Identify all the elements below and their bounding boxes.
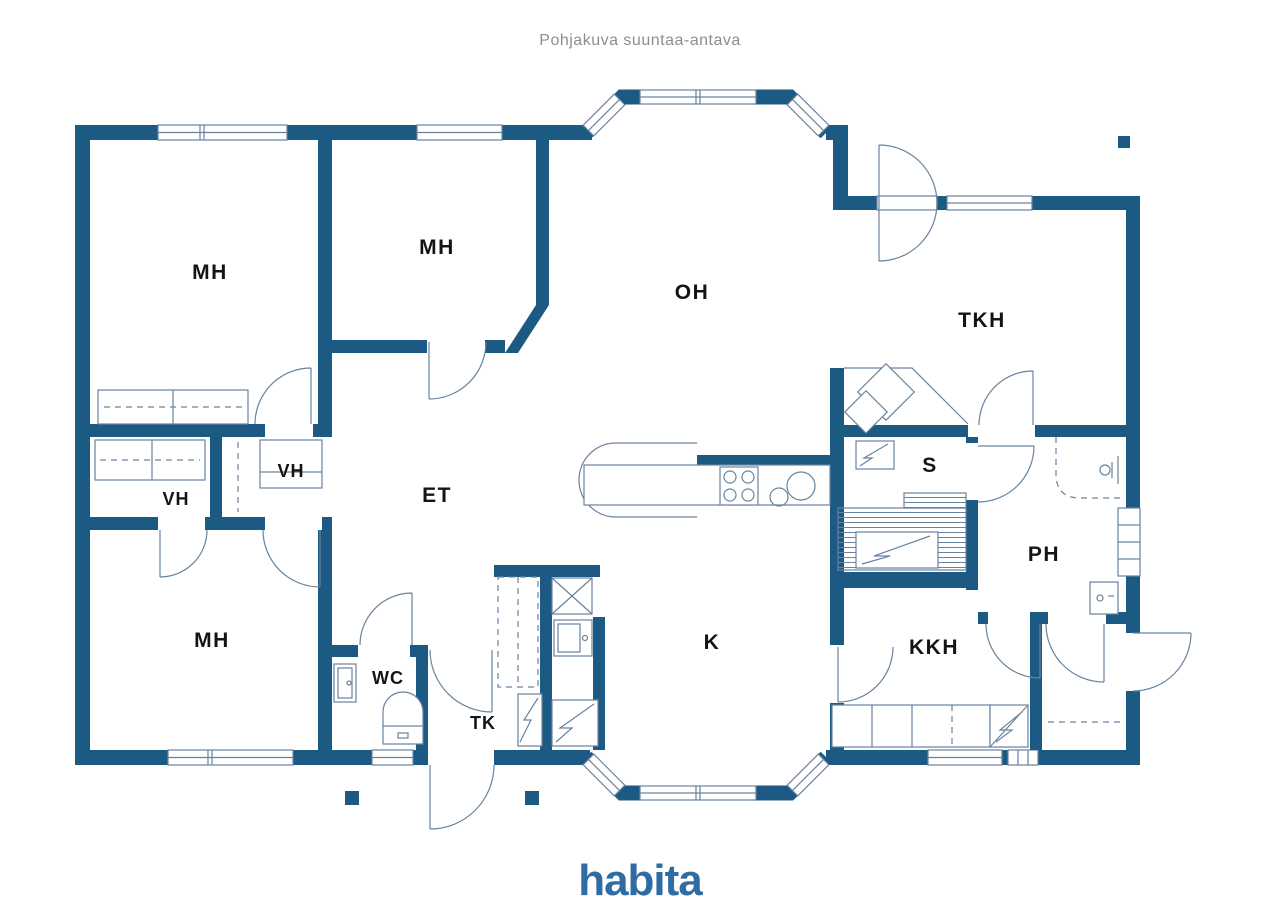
sauna-benches-icon	[837, 492, 967, 571]
plan-title: Pohjakuva suuntaa-antava	[539, 32, 741, 49]
door-swing-icon	[428, 750, 495, 830]
door-swing-icon	[254, 367, 312, 425]
window-icon	[1117, 507, 1141, 577]
habita-logo: habita	[578, 856, 703, 905]
room-label-vh-left: VH	[162, 489, 189, 509]
door-swing-icon	[830, 645, 894, 703]
window-icon	[639, 785, 757, 801]
window-icon	[582, 93, 626, 137]
fireplace-icon	[843, 362, 969, 435]
window-icon	[157, 124, 288, 141]
porch-pillar-icon	[525, 791, 539, 805]
double-swing-door-icon	[876, 144, 938, 262]
shower-icon	[1055, 437, 1120, 499]
window-icon	[1007, 749, 1039, 766]
washbasin-icon	[333, 663, 357, 703]
fixtures	[94, 362, 1122, 748]
window-icon	[639, 89, 757, 105]
washing-machine-icon	[1089, 581, 1119, 615]
door-swing-icon	[429, 649, 493, 713]
room-label-k: K	[704, 631, 721, 654]
kitchen-sink-icon	[769, 471, 816, 507]
technical-cabinet-icon	[497, 576, 593, 688]
room-labels: MH MH OH TKH VH VH ET S PH MH WC TK K KK…	[162, 236, 1060, 733]
room-label-ph: PH	[1028, 543, 1060, 566]
room-label-tkh: TKH	[958, 309, 1006, 332]
room-label-kkh: KKH	[909, 636, 959, 659]
window-icon	[167, 749, 294, 766]
door-swing-icon	[978, 370, 1034, 426]
door-swing-icon	[262, 529, 321, 588]
room-label-et: ET	[422, 484, 452, 507]
room-label-vh-right: VH	[277, 461, 304, 481]
door-swing-icon	[1045, 623, 1105, 683]
window-icon	[927, 749, 1003, 766]
window-icon	[582, 753, 626, 797]
window-icon	[946, 195, 1033, 211]
toilet-icon	[382, 691, 424, 745]
window-icon	[416, 124, 503, 141]
wardrobe-icon	[97, 389, 249, 425]
stove-icon	[719, 466, 759, 506]
room-label-wc: WC	[372, 668, 404, 688]
door-swing-icon	[1126, 632, 1192, 692]
closet-shelves-icon	[237, 439, 323, 512]
kitchen-island-icon	[578, 442, 831, 518]
room-label-tk: TK	[470, 713, 496, 733]
door-swing-icon	[985, 623, 1041, 679]
room-label-oh: OH	[675, 281, 710, 304]
window-icon	[786, 93, 830, 137]
closet-shelves-icon	[94, 439, 206, 481]
room-label-mh-top-left: MH	[192, 261, 228, 284]
door-swing-icon	[359, 592, 413, 646]
window-icon	[786, 753, 830, 797]
windows	[157, 89, 1141, 801]
door-swing-icon	[977, 445, 1035, 503]
porch-pillar-icon	[1118, 136, 1130, 148]
kkh-counter-icon	[831, 704, 1029, 748]
doors	[159, 144, 1192, 830]
porch-pillar-icon	[345, 791, 359, 805]
room-label-s: S	[922, 454, 938, 477]
water-heater-icon	[517, 693, 599, 747]
window-icon	[371, 749, 414, 766]
room-label-mh-bottom-left: MH	[194, 629, 230, 652]
door-swing-icon	[428, 341, 487, 400]
sauna-heater-icon	[855, 440, 895, 470]
door-swing-icon	[159, 529, 208, 578]
room-label-mh-top-center: MH	[419, 236, 455, 259]
